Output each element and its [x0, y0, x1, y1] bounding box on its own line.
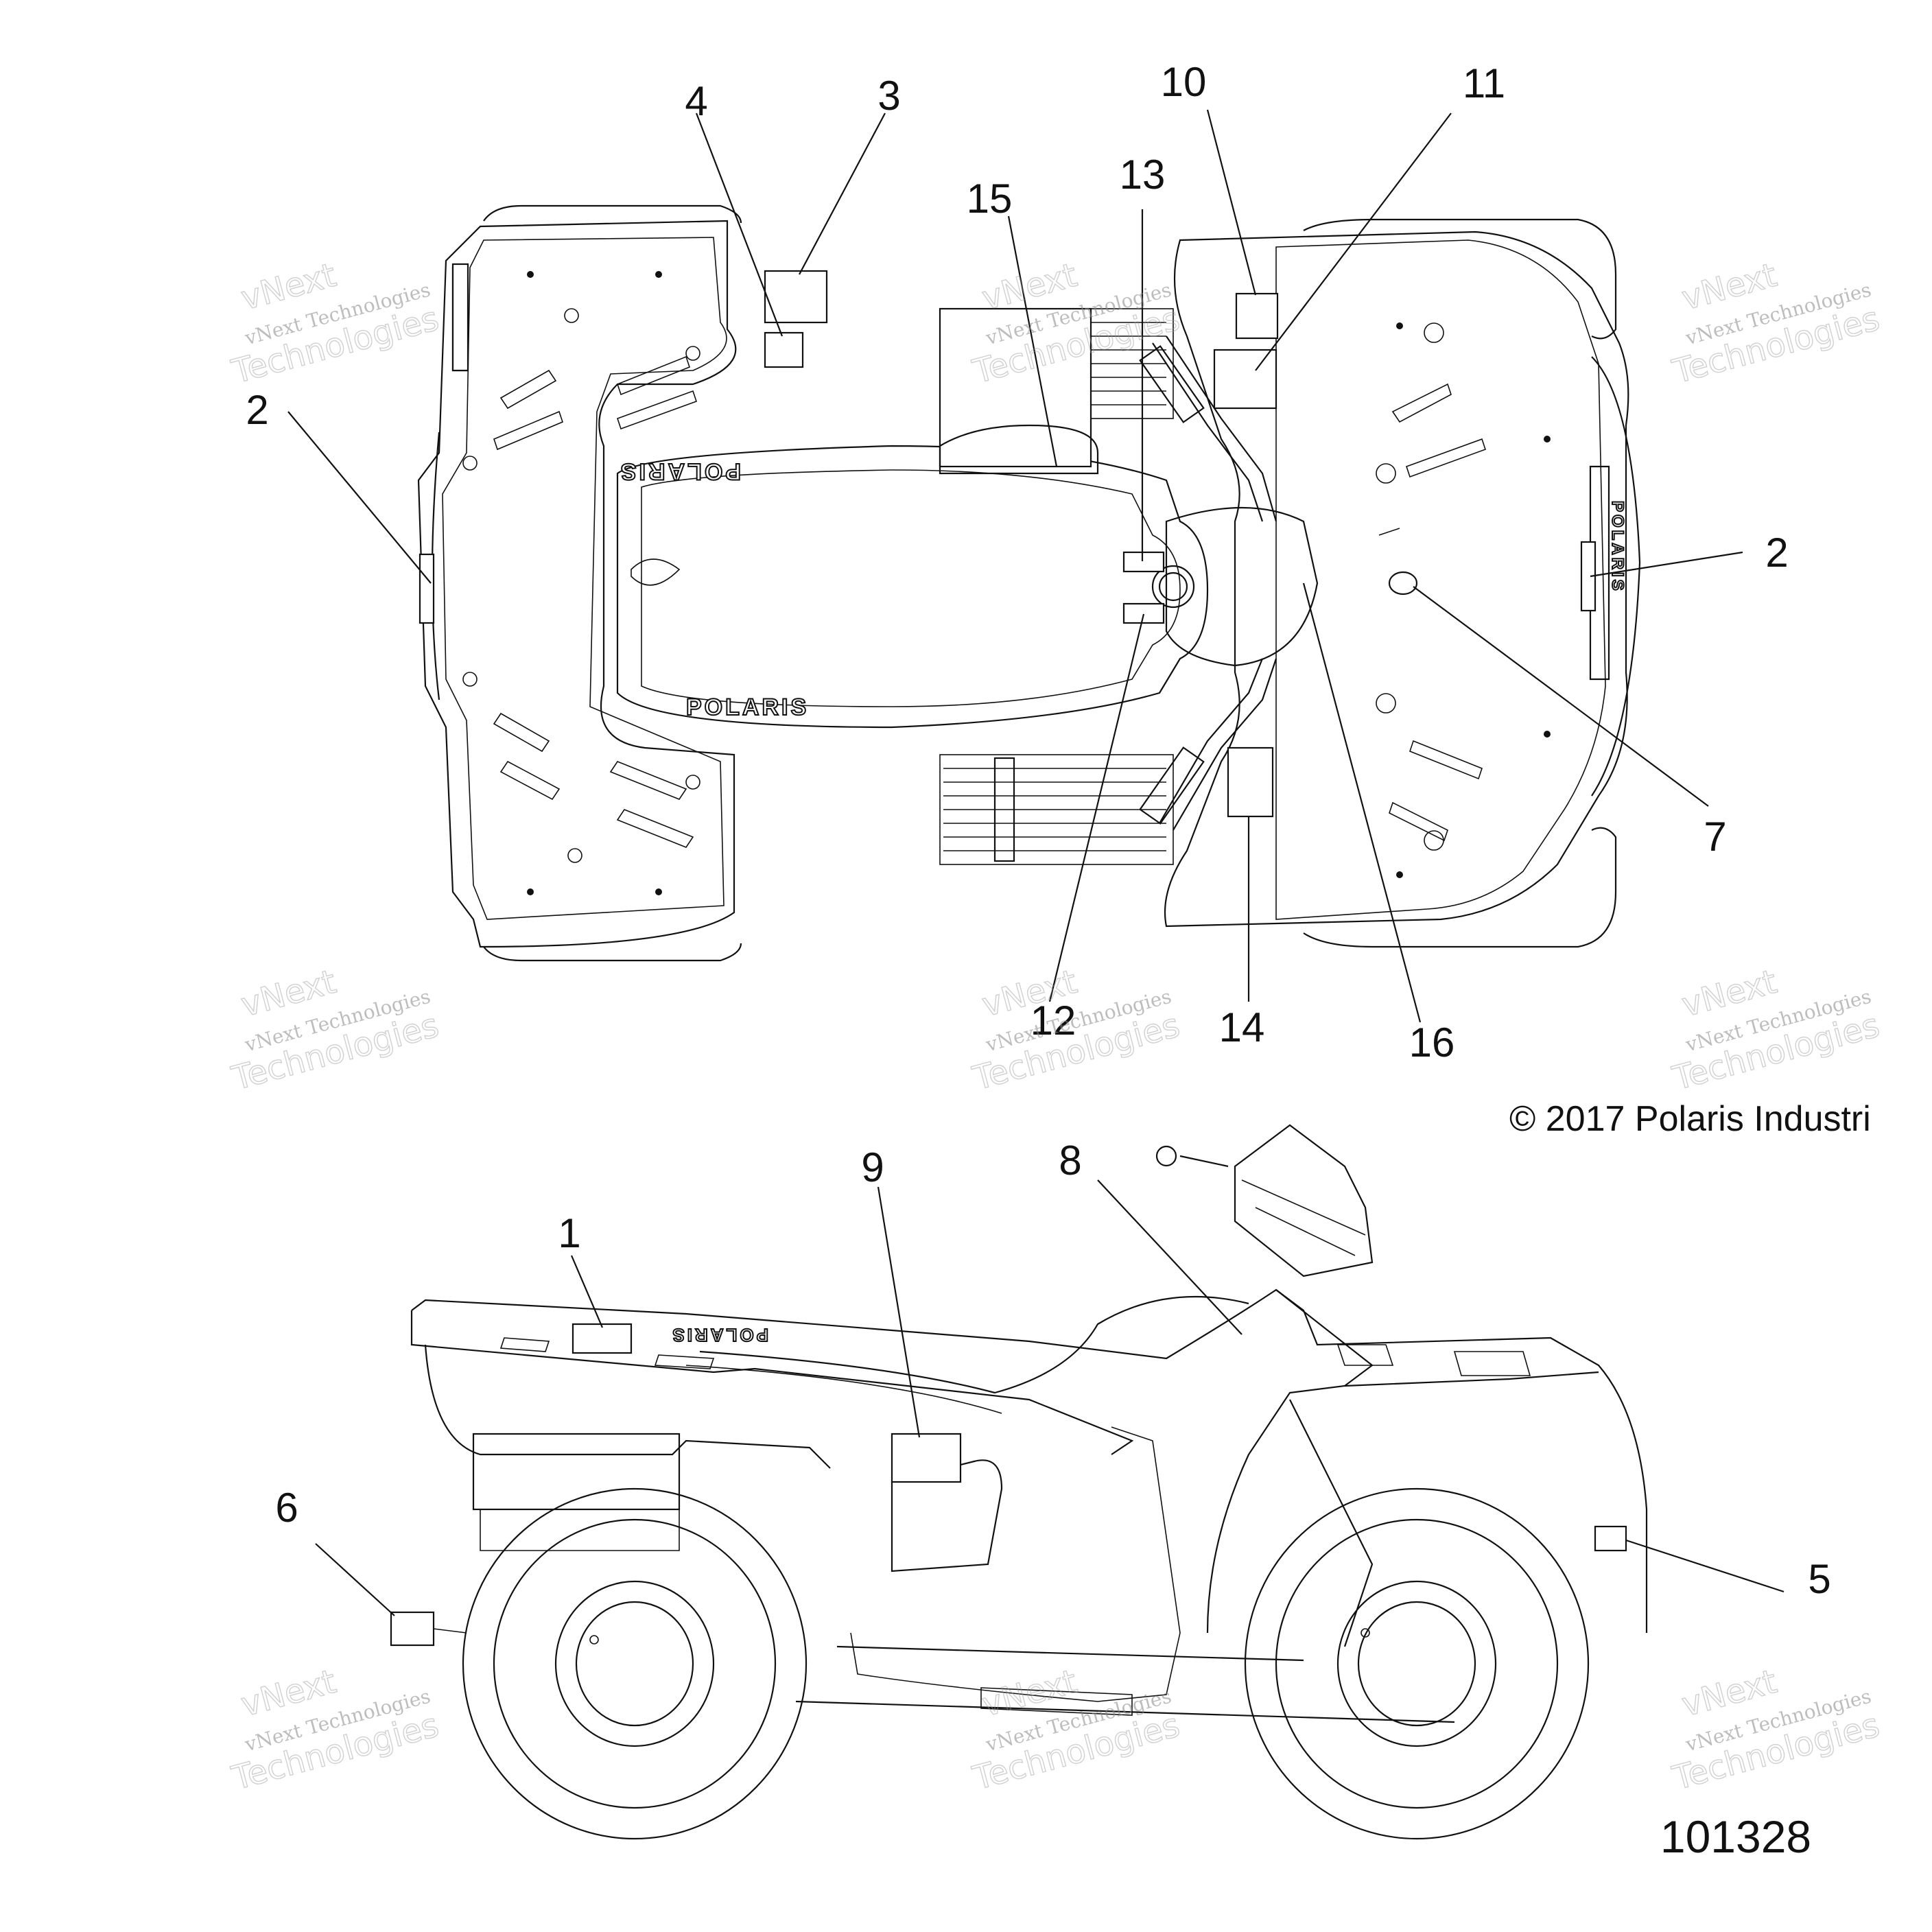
callout-9: 9	[861, 1144, 884, 1190]
footrest-right	[939, 754, 1174, 865]
callout-13: 13	[1120, 152, 1166, 198]
callout-2-front: 2	[1765, 530, 1788, 576]
callout-11: 11	[1463, 60, 1505, 106]
callout-14: 14	[1219, 1004, 1265, 1050]
callout-15: 15	[967, 176, 1013, 222]
callout-5: 5	[1808, 1556, 1830, 1602]
decal-5	[1594, 1525, 1627, 1552]
copyright-notice: © 2017 Polaris Industri	[1509, 1099, 1871, 1139]
callout-4: 4	[685, 78, 707, 124]
decal-4	[764, 331, 804, 368]
atv-side-view: POLARIS	[390, 1124, 1648, 1840]
callout-labels: 2 4 3 15 13 10 11 2 7 16 12 14 9 8 1 6 5	[246, 59, 1830, 1602]
decal-14	[1227, 746, 1274, 818]
leaders-top	[287, 109, 1743, 1023]
callout-10: 10	[1161, 59, 1207, 105]
logo-polaris-upper: POLARIS	[618, 458, 741, 484]
decal-2-rear-top	[451, 263, 469, 372]
callout-1: 1	[558, 1210, 580, 1256]
callout-8: 8	[1059, 1138, 1081, 1183]
decal-9	[891, 1433, 962, 1483]
leaders-side	[315, 1179, 1784, 1616]
decal-6	[390, 1611, 435, 1647]
decal-15-area	[939, 424, 1099, 475]
logo-polaris-front: POLARIS	[1608, 501, 1627, 593]
decal-13	[1122, 551, 1165, 573]
decal-10	[1235, 292, 1279, 340]
callout-7: 7	[1704, 814, 1726, 860]
atv-top-view: POLARIS POLARIS POLARIS	[417, 204, 1641, 962]
rear-wheel	[462, 1487, 808, 1840]
decal-2-rear	[419, 553, 435, 624]
callout-12: 12	[1030, 998, 1076, 1044]
logo-polaris-side: POLARIS	[670, 1325, 768, 1345]
decal-1	[572, 1323, 633, 1354]
callout-3: 3	[877, 73, 900, 119]
front-wheel	[1244, 1487, 1590, 1840]
callout-2-rear: 2	[246, 387, 268, 433]
callout-6: 6	[275, 1485, 298, 1531]
logo-polaris-lower: POLARIS	[686, 694, 809, 720]
decal-11	[1213, 349, 1277, 410]
callout-16: 16	[1409, 1020, 1455, 1065]
decal-12	[1122, 602, 1165, 624]
decal-3	[764, 270, 828, 324]
figure-number: 101328	[1660, 1811, 1811, 1862]
